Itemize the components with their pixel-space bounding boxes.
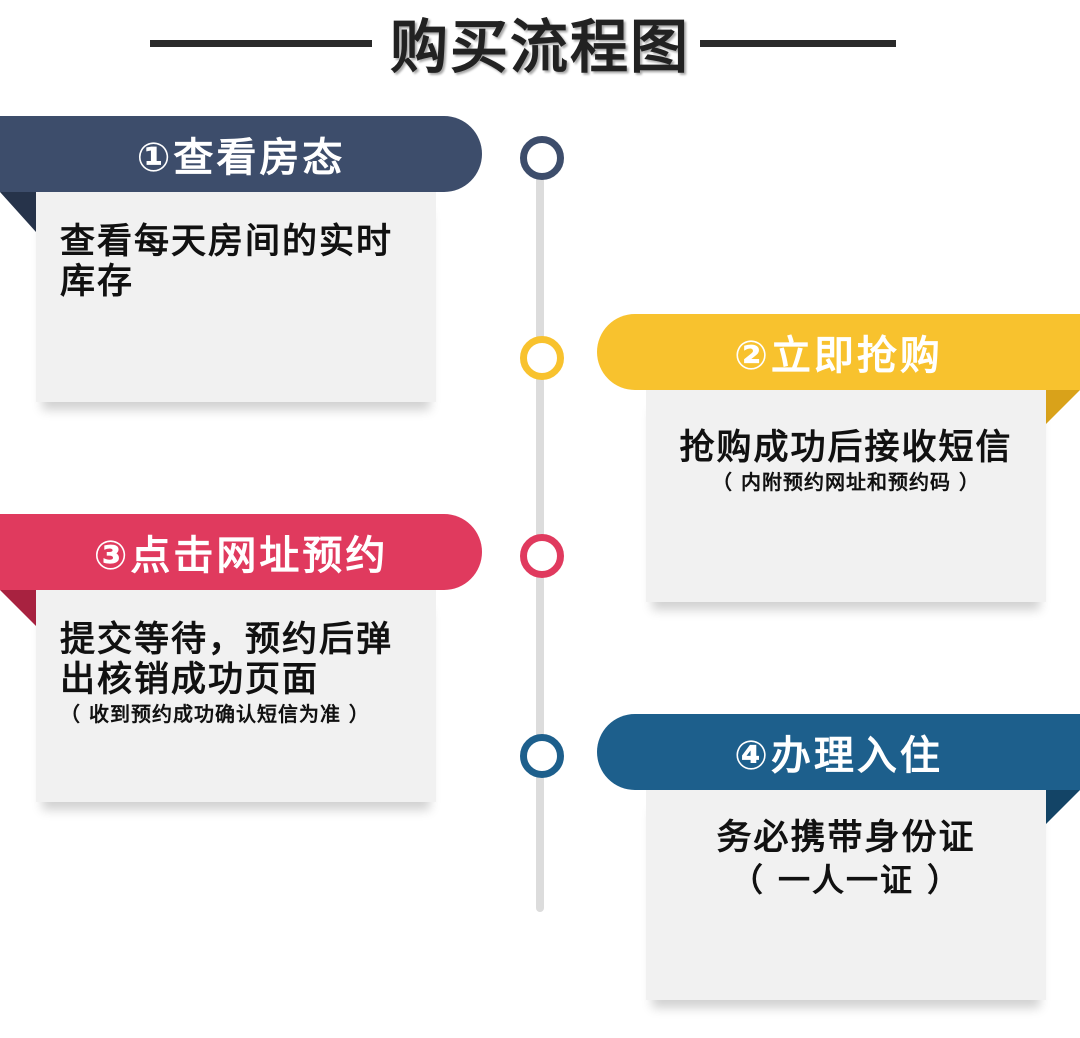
step-1-banner: ①查看房态 xyxy=(0,116,482,192)
step-4-dot xyxy=(520,734,564,778)
step-1-dot xyxy=(520,136,564,180)
step-3-card: 提交等待，预约后弹出核销成功页面 （ 收到预约成功确认短信为准 ） xyxy=(36,590,436,802)
step-2-heading: ②立即抢购 xyxy=(734,333,943,379)
page-title: 购买流程图 xyxy=(389,13,690,81)
step-4-card: 务必携带身份证 （ 一人一证 ） xyxy=(646,790,1046,1000)
step-1-fold xyxy=(0,192,36,232)
step-3-body: 提交等待，预约后弹出核销成功页面 xyxy=(60,620,394,700)
step-1-body: 查看每天房间的实时库存 xyxy=(60,222,394,302)
title-left-rule xyxy=(150,40,372,47)
step-4-body: 务必携带身份证 xyxy=(716,818,976,858)
step-4-fold xyxy=(1046,790,1080,824)
step-2-card: 抢购成功后接收短信 （ 内附预约网址和预约码 ） xyxy=(646,390,1046,602)
step-1-heading: ①查看房态 xyxy=(136,135,346,181)
step-3-heading: ③点击网址预约 xyxy=(93,533,389,579)
step-3-note: （ 收到预约成功确认短信为准 ） xyxy=(60,702,370,726)
step-4-banner: ④办理入住 xyxy=(597,714,1080,790)
step-4-heading: ④办理入住 xyxy=(734,733,943,779)
step-3-dot xyxy=(520,534,564,578)
step-2-dot xyxy=(520,336,564,380)
step-4-note: （ 一人一证 ） xyxy=(730,861,962,899)
step-2-body: 抢购成功后接收短信 xyxy=(679,428,1013,468)
title-row: 购买流程图 xyxy=(0,0,1080,90)
step-1-card: 查看每天房间的实时库存 xyxy=(36,192,436,402)
step-2-banner: ②立即抢购 xyxy=(597,314,1080,390)
title-right-rule xyxy=(700,40,896,47)
step-3-banner: ③点击网址预约 xyxy=(0,514,482,590)
step-3-fold xyxy=(0,590,36,626)
step-2-note: （ 内附预约网址和预约码 ） xyxy=(712,470,980,494)
step-2-fold xyxy=(1046,390,1080,424)
